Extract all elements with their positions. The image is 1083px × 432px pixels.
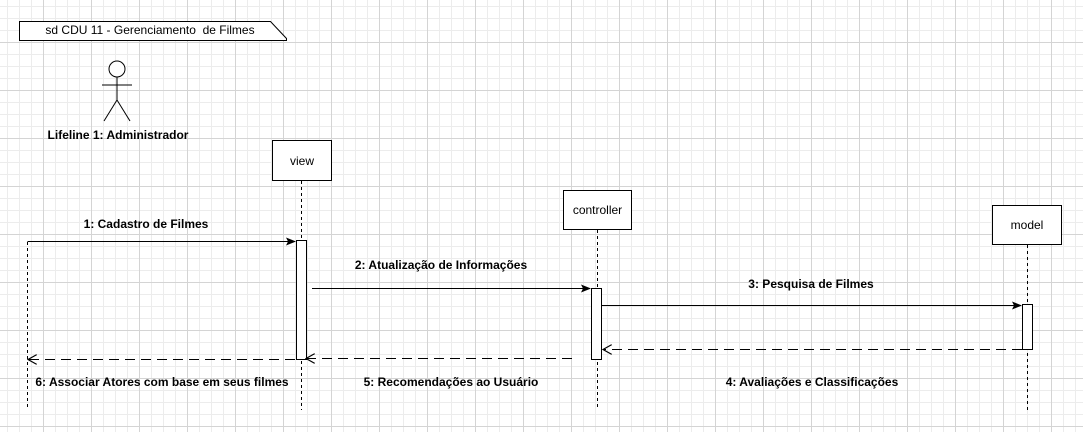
controller-box[interactable]	[563, 190, 632, 230]
controller-label: controller	[572, 203, 623, 217]
message-1-label: 1: Cadastro de Filmes	[83, 217, 209, 231]
message-3-label: 3: Pesquisa de Filmes	[748, 277, 874, 291]
actor-head	[108, 60, 126, 78]
actor-left-leg	[103, 99, 118, 122]
message-2-label: 2: Atualização de Informações	[354, 258, 528, 272]
view-box[interactable]	[272, 140, 332, 181]
model-label: model	[1010, 218, 1044, 232]
frame-title-tab	[19, 21, 287, 41]
view-activation-bar[interactable]	[296, 240, 307, 360]
view-label: view	[289, 153, 314, 168]
actor-right-leg	[116, 99, 131, 122]
actor-label: Lifeline 1: Administrador	[47, 128, 189, 142]
model-box[interactable]	[992, 205, 1062, 245]
message-6-label: 6: Associar Atores com base em seus film…	[35, 375, 289, 389]
frame-title: sd CDU 11 - Gerenciamento de Filmes	[45, 23, 255, 37]
controller-activation-bar[interactable]	[591, 288, 602, 360]
model-activation-bar[interactable]	[1022, 304, 1033, 350]
message-4-label: 4: Avaliações e Classificações	[725, 375, 899, 389]
message-5-label: 5: Recomendações ao Usuário	[363, 375, 539, 389]
actor-figure	[102, 60, 132, 122]
